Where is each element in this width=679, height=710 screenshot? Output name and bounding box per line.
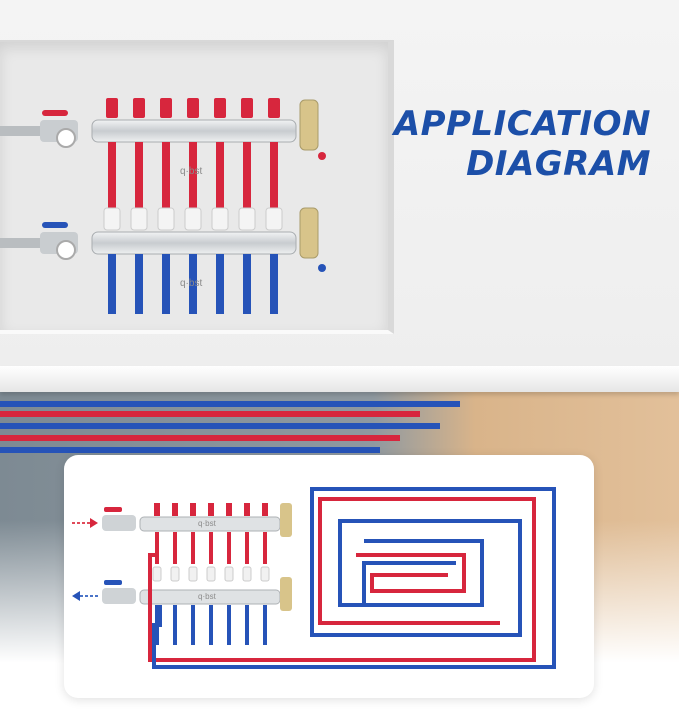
diagram-flow-meter (260, 566, 270, 582)
supply-valve-handle (42, 110, 68, 116)
diagram-flow-meter (206, 566, 216, 582)
supply-loop-path (148, 497, 536, 662)
return-loop-pipe (162, 254, 170, 314)
supply-air-vent (299, 99, 319, 151)
return-loop-pipe (243, 254, 251, 314)
supply-actuator-cap (268, 98, 280, 118)
diagram-brand-return: q·bst (198, 592, 216, 601)
supply-inlet-pipe (0, 126, 60, 136)
flow-meter (103, 207, 121, 231)
diagram-return-vent (280, 577, 292, 611)
flow-meter (157, 207, 175, 231)
diagram-flow-meter (224, 566, 234, 582)
supply-loop-pipe (243, 142, 251, 214)
return-loop-pipe (108, 254, 116, 314)
heating-loop-diagram (72, 487, 556, 669)
flow-meter (238, 207, 256, 231)
spiral-core-blue (362, 539, 484, 607)
diagram-brand-supply: q·bst (198, 519, 216, 528)
diagram-supply-branch (245, 532, 249, 564)
diagram-actuator-cap (244, 503, 250, 516)
diagram-return-branch (191, 605, 195, 645)
flow-meter (265, 207, 283, 231)
diagram-supply-branch (173, 532, 177, 564)
diagram-supply-valve (102, 515, 136, 531)
flow-meter (184, 207, 202, 231)
return-loop-path (152, 487, 556, 669)
supply-actuator-cap (106, 98, 118, 118)
drain-valve-blue (318, 264, 326, 272)
return-gauge (56, 240, 76, 260)
diagram-card: q·bst q·bst (64, 455, 594, 698)
brand-label-return: q·bst (180, 278, 203, 289)
return-loop-pipe (189, 254, 197, 314)
diagram-return-branch (245, 605, 249, 645)
supply-actuator-cap (214, 98, 226, 118)
supply-loop-pipe (135, 142, 143, 214)
return-outlet-pipe (0, 238, 60, 248)
diagram-flow-meter (152, 566, 162, 582)
diagram-return-branch (263, 605, 267, 645)
diagram-actuator-cap (154, 503, 160, 516)
floor-pipes (0, 401, 460, 453)
return-manifold-bar (91, 231, 297, 255)
diagram-flow-meter (242, 566, 252, 582)
arrow-right-icon (72, 518, 98, 528)
return-loop-pipe (270, 254, 278, 314)
return-loop-pipe (135, 254, 143, 314)
drain-valve-red (318, 152, 326, 160)
diagram-actuator-cap (226, 503, 232, 516)
supply-loop-pipe (189, 142, 197, 214)
spiral-core-red (356, 553, 466, 593)
diagram-supply-branch (263, 532, 267, 564)
return-loop-pipe (216, 254, 224, 314)
diagram-actuator-cap (190, 503, 196, 516)
diagram-supply-handle (104, 507, 122, 512)
diagram-supply-vent (280, 503, 292, 537)
headline-line-2: DIAGRAM (466, 144, 651, 184)
supply-actuator-cap (187, 98, 199, 118)
supply-loop-pipe (162, 142, 170, 214)
diagram-actuator-cap (262, 503, 268, 516)
manifold-photo-illustration (0, 98, 326, 314)
return-valve-handle (42, 222, 68, 228)
brand-label-supply: q·bst (180, 166, 203, 177)
diagram-flow-meter (188, 566, 198, 582)
diagram-actuator-cap (208, 503, 214, 516)
supply-loop-pipe (270, 142, 278, 214)
supply-actuator-cap (160, 98, 172, 118)
diagram-return-valve (102, 588, 136, 604)
diagram-return-handle (104, 580, 122, 585)
diagram-supply-branch (209, 532, 213, 564)
diagram-branch-pipes (152, 503, 270, 645)
supply-manifold-bar (91, 119, 297, 143)
diagram-return-branch (227, 605, 231, 645)
arrow-left-icon (72, 591, 98, 601)
supply-loop-pipe (108, 142, 116, 214)
return-air-vent (299, 207, 319, 259)
diagram-return-branch (209, 605, 213, 645)
diagram-supply-branch (227, 532, 231, 564)
flow-meter (130, 207, 148, 231)
diagram-supply-branch (191, 532, 195, 564)
baseboard (0, 366, 679, 392)
supply-actuator-cap (133, 98, 145, 118)
supply-loop-pipe (216, 142, 224, 214)
diagram-actuator-cap (172, 503, 178, 516)
loop-pipes (103, 98, 283, 314)
supply-actuator-cap (241, 98, 253, 118)
diagram-flow-meter (170, 566, 180, 582)
flow-meter (211, 207, 229, 231)
supply-gauge (56, 128, 76, 148)
headline-line-1: APPLICATION (393, 104, 651, 144)
diagram-return-branch (173, 605, 177, 645)
headline: APPLICATION DIAGRAM (394, 104, 651, 184)
manifest-niche: q·bst q·bst (0, 40, 394, 334)
